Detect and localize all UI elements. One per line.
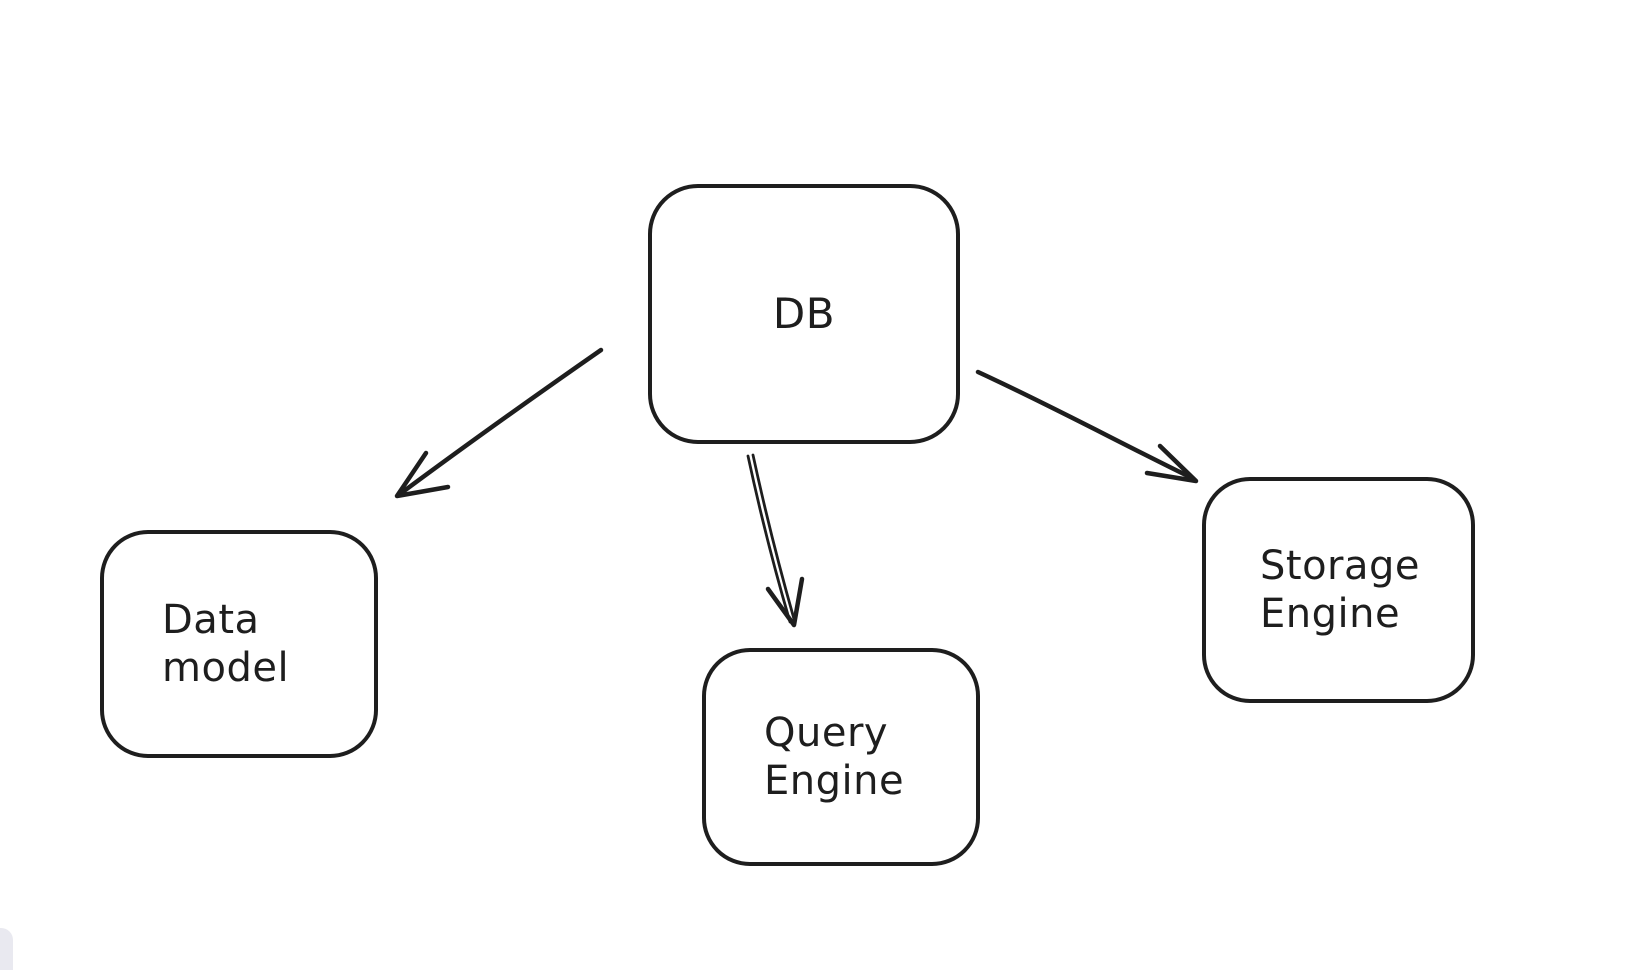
arrow-db-to-query-engine[interactable] xyxy=(746,453,805,628)
arrowhead-icon xyxy=(394,450,451,499)
node-storage-engine[interactable]: Storage Engine xyxy=(1202,477,1475,703)
arrow-shaft[interactable] xyxy=(751,453,796,621)
arrowhead-icon xyxy=(1144,443,1199,484)
arrow-shaft[interactable] xyxy=(746,454,792,624)
arrowhead-icon xyxy=(765,576,805,628)
arrow-db-to-data-model[interactable] xyxy=(394,347,604,499)
node-query-engine[interactable]: Query Engine xyxy=(702,648,980,866)
bottom-left-toolbar-fragment[interactable] xyxy=(0,928,13,970)
node-db-label: DB xyxy=(772,289,836,338)
node-data-model[interactable]: Data model xyxy=(100,530,378,758)
node-data-model-label: Data model xyxy=(162,597,290,691)
node-storage-engine-label: Storage Engine xyxy=(1260,543,1421,637)
arrow-shaft[interactable] xyxy=(975,369,1195,481)
node-query-engine-label: Query Engine xyxy=(764,710,905,804)
arrow-shaft[interactable] xyxy=(397,347,604,497)
node-db[interactable]: DB xyxy=(648,184,960,444)
arrow-db-to-storage-engine[interactable] xyxy=(975,369,1199,484)
